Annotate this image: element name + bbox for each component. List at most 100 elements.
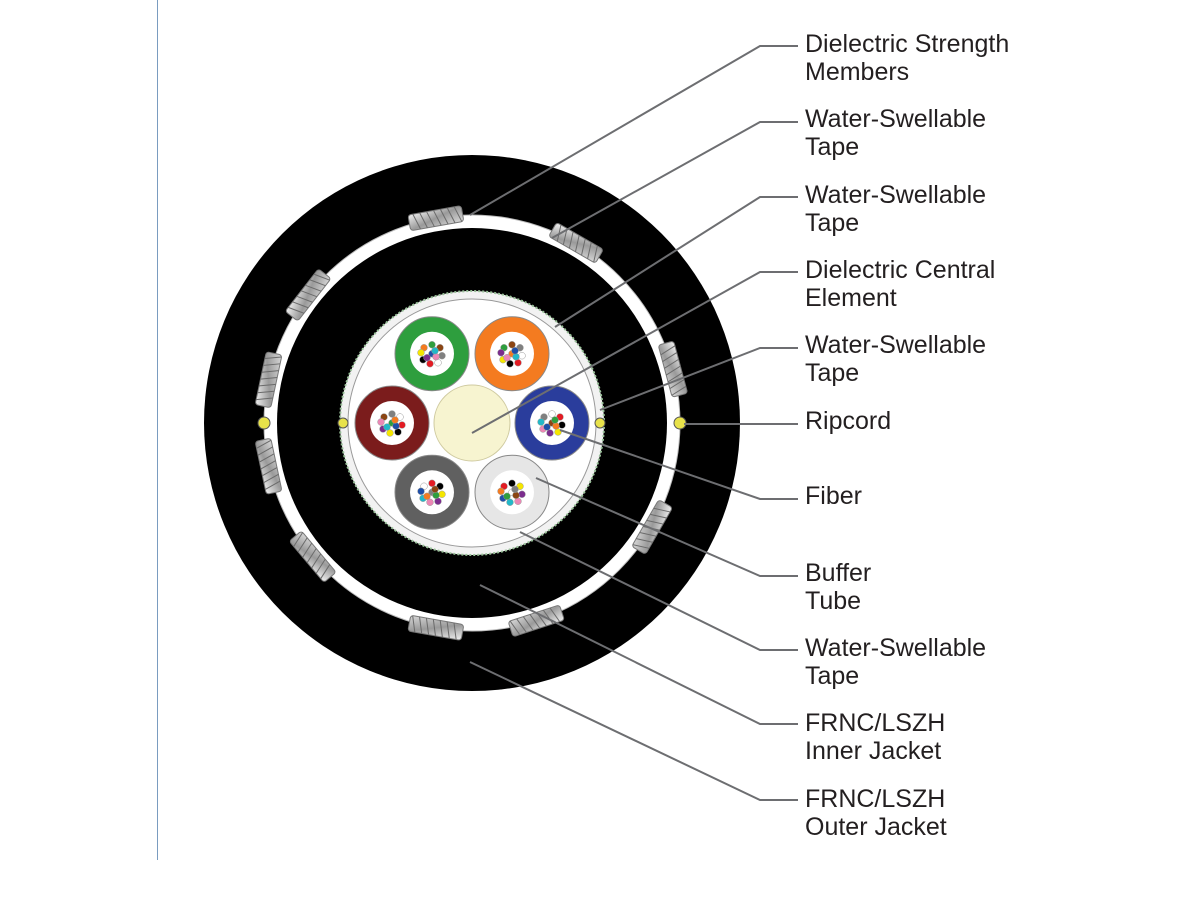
fiber bbox=[391, 416, 399, 424]
fiber bbox=[383, 423, 391, 431]
buffer-tube bbox=[514, 385, 590, 461]
label-line-1: Water-Swellable bbox=[805, 105, 987, 133]
label-inner-jacket: FRNC/LSZH Inner Jacket bbox=[805, 709, 945, 765]
label-line-1: Ripcord bbox=[805, 407, 892, 435]
label-line-2: Members bbox=[805, 58, 910, 86]
buffer-tube bbox=[394, 454, 470, 530]
dielectric-central-element bbox=[433, 384, 511, 462]
fiber bbox=[552, 422, 560, 430]
page-divider-line bbox=[157, 0, 158, 860]
label-line-2: Inner Jacket bbox=[805, 737, 942, 765]
leader-inner-jacket bbox=[479, 584, 798, 725]
dielectric-strength-members bbox=[255, 205, 688, 641]
leader-inner-tape bbox=[599, 347, 798, 411]
fiber bbox=[438, 352, 446, 360]
leader-lines bbox=[469, 45, 798, 801]
fiber bbox=[518, 352, 526, 360]
buffer-tube bbox=[474, 316, 550, 392]
buffer-tube bbox=[394, 316, 470, 392]
label-fiber: Fiber bbox=[805, 482, 862, 510]
fiber bbox=[548, 410, 556, 418]
fiber bbox=[417, 487, 425, 495]
fiber bbox=[511, 485, 519, 493]
buffer-tube bbox=[354, 385, 430, 461]
fiber bbox=[388, 410, 396, 418]
buffer-tube bbox=[474, 454, 550, 530]
fiber bbox=[506, 498, 514, 506]
fiber bbox=[512, 353, 520, 361]
buffer-tubes bbox=[354, 316, 590, 530]
fiber bbox=[431, 347, 439, 355]
fiber bbox=[432, 491, 440, 499]
fiber bbox=[417, 349, 425, 357]
fiber bbox=[438, 490, 446, 498]
fiber bbox=[508, 341, 516, 349]
fiber bbox=[558, 421, 566, 429]
label-line-1: Water-Swellable bbox=[805, 331, 987, 359]
label-line-2: Tape bbox=[805, 662, 860, 690]
ripcord-inner-left bbox=[337, 417, 349, 429]
strength-member bbox=[289, 531, 336, 582]
label-line-2: Tube bbox=[805, 587, 862, 615]
leader-buffer-tube bbox=[535, 477, 798, 577]
ripcord-inner-right bbox=[594, 417, 606, 429]
fiber bbox=[518, 490, 526, 498]
label-line-1: Water-Swellable bbox=[805, 181, 987, 209]
fiber bbox=[551, 416, 559, 424]
fiber bbox=[503, 492, 511, 500]
fiber bbox=[546, 429, 554, 437]
label-line-2: Outer Jacket bbox=[805, 813, 947, 841]
label-line-1: Dielectric Strength bbox=[805, 30, 1010, 58]
fiber bbox=[428, 479, 436, 487]
label-water-swellable-tape-3: Water-Swellable Tape bbox=[805, 331, 986, 387]
label-dielectric-central-element: Dielectric Central Element bbox=[805, 256, 995, 312]
label-water-swellable-tape-1: Water-Swellable Tape bbox=[805, 105, 986, 161]
fiber bbox=[386, 429, 394, 437]
label-line-2: Tape bbox=[805, 133, 860, 161]
fiber bbox=[537, 418, 545, 426]
fiber bbox=[497, 349, 505, 357]
leader-central-element bbox=[471, 271, 798, 434]
label-line-2: Tape bbox=[805, 209, 860, 237]
strength-member bbox=[285, 269, 331, 321]
leader-fiber bbox=[559, 429, 798, 500]
label-line-1: Buffer bbox=[805, 559, 872, 587]
label-outer-jacket: FRNC/LSZH Outer Jacket bbox=[805, 785, 947, 841]
fiber bbox=[512, 491, 520, 499]
fiber bbox=[428, 341, 436, 349]
label-buffer-tube: Buffer Tube bbox=[805, 559, 871, 615]
fiber bbox=[508, 479, 516, 487]
fiber bbox=[377, 418, 385, 426]
strength-member bbox=[407, 615, 464, 641]
fiber bbox=[543, 423, 551, 431]
strength-member bbox=[508, 605, 565, 637]
fiber bbox=[426, 498, 434, 506]
fiber bbox=[426, 360, 434, 368]
label-line-2: Tape bbox=[805, 359, 860, 387]
fiber bbox=[398, 421, 406, 429]
leader-outer-tape bbox=[551, 121, 798, 239]
fiber bbox=[431, 485, 439, 493]
fiber bbox=[511, 347, 519, 355]
leader-outer-jacket bbox=[469, 661, 798, 801]
leader-strength-members bbox=[469, 45, 798, 216]
fiber bbox=[503, 354, 511, 362]
strength-member bbox=[549, 223, 603, 263]
fiber bbox=[497, 487, 505, 495]
leader-core-tape-lower bbox=[519, 531, 798, 651]
label-line-1: FRNC/LSZH bbox=[805, 785, 946, 813]
label-water-swellable-tape-2: Water-Swellable Tape bbox=[805, 181, 986, 237]
strength-member bbox=[658, 341, 688, 398]
strength-member bbox=[255, 351, 282, 408]
strength-member bbox=[407, 205, 464, 231]
label-line-2: Element bbox=[805, 284, 897, 312]
fiber bbox=[423, 492, 431, 500]
fiber bbox=[392, 422, 400, 430]
label-line-1: Dielectric Central bbox=[805, 256, 996, 284]
ripcords bbox=[257, 416, 687, 430]
label-line-1: FRNC/LSZH bbox=[805, 709, 946, 737]
fiber bbox=[423, 354, 431, 362]
strength-member bbox=[255, 438, 282, 495]
leader-core-tape-upper bbox=[554, 196, 798, 328]
